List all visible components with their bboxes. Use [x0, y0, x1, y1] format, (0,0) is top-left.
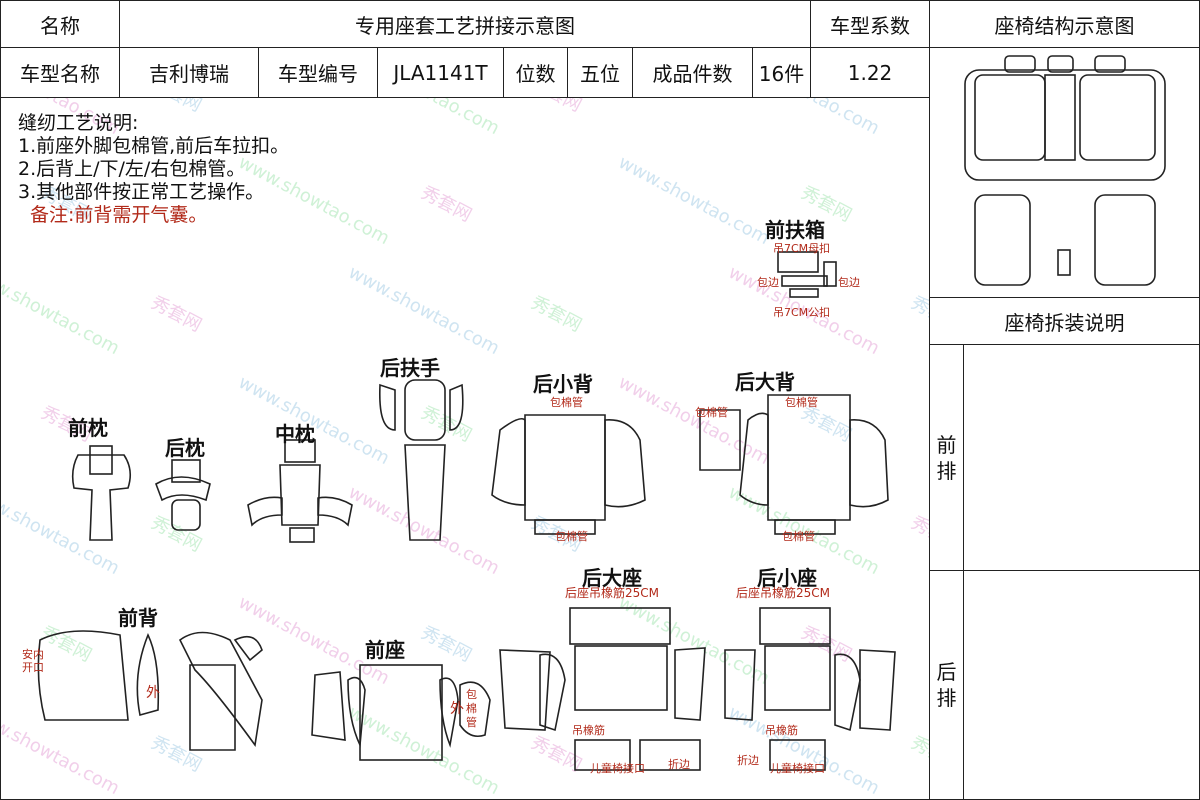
coef-label: 车型系数	[830, 13, 910, 38]
annotation-rear-large-elastic: 后座吊橡筋25CM	[565, 586, 660, 600]
disassembly-title-cell: 座椅拆装说明	[929, 297, 1200, 345]
sewing-notes: 缝纫工艺说明: 1.前座外脚包棉管,前后车拉扣。 2.后背上/下/左/右包棉管。…	[18, 112, 289, 227]
pieces-value: 16件	[758, 62, 805, 86]
part-title-front-pillow: 前枕	[68, 416, 108, 440]
notes-line-2: 2.后背上/下/左/右包棉管。	[18, 158, 246, 180]
annotation-small-back-pipe-top: 包棉管	[550, 396, 583, 409]
rear-armrest-piece	[378, 379, 464, 541]
coef-value: 1.22	[847, 60, 893, 85]
notes-line-1: 1.前座外脚包棉管,前后车拉扣。	[18, 135, 290, 157]
model-name: 吉利博瑞	[149, 62, 229, 86]
annotation-wrap-right: 包边	[838, 276, 860, 289]
front-armrest-box-pieces	[777, 251, 837, 298]
annotation-outer-back: 外	[146, 685, 160, 701]
seats-label: 位数	[515, 62, 556, 86]
annotation-seat-cotton-pipe: 包棉管	[466, 688, 477, 729]
notes-heading: 缝纫工艺说明:	[18, 112, 139, 134]
annotation-outer-seat: 外	[450, 701, 464, 717]
pieces-label: 成品件数	[652, 62, 733, 86]
pieces-cell: 16件	[752, 47, 811, 98]
notes-remark: 备注:前背需开气囊。	[30, 204, 208, 226]
notes-line-3: 3.其他部件按正常工艺操作。	[18, 181, 265, 203]
seats-label-cell: 位数	[503, 47, 568, 98]
rear-large-seat-pieces	[499, 607, 706, 771]
part-title-rear-large-seat: 后大座	[582, 566, 642, 590]
part-title-middle-pillow: 中枕	[275, 422, 315, 446]
middle-pillow-piece	[247, 439, 353, 543]
annotation-hang-male: 吊7CM公扣	[773, 306, 831, 319]
structure-title-cell: 座椅结构示意图	[929, 0, 1200, 48]
annotation-large-hang-elastic: 吊橡筋	[572, 724, 605, 737]
part-title-rear-small-seat: 后小座	[757, 566, 817, 590]
model-code-label: 车型编号	[278, 62, 358, 86]
part-title-front-back: 前背	[118, 606, 158, 630]
annotation-small-child-seat: 儿童椅接口	[770, 762, 825, 775]
annotation-wrap-left: 包边	[757, 276, 779, 289]
part-title-rear-large-back: 后大背	[735, 370, 795, 394]
part-title-rear-small-back: 后小背	[533, 372, 593, 396]
front-row-label: 前排	[936, 432, 957, 483]
annotation-fold-large: 折边	[668, 758, 690, 771]
rear-small-back-pieces	[491, 414, 646, 535]
model-code-cell: JLA1141T	[377, 47, 504, 98]
annotation-large-back-pipe-bottom: 包棉管	[782, 530, 815, 543]
part-title-rear-pillow: 后枕	[165, 436, 205, 460]
pieces-label-cell: 成品件数	[632, 47, 753, 98]
front-pillow-piece	[71, 445, 132, 541]
annotation-rear-small-elastic: 后座吊橡筋25CM	[736, 586, 831, 600]
part-title-front-seat: 前座	[365, 638, 405, 662]
model-name-cell: 吉利博瑞	[119, 47, 259, 98]
model-code-label-cell: 车型编号	[258, 47, 378, 98]
structure-title: 座椅结构示意图	[994, 13, 1135, 38]
annotation-large-back-pipe-top: 包棉管	[785, 396, 818, 409]
annotation-large-child-seat: 儿童椅接口	[590, 762, 645, 775]
page-title: 专用座套工艺拼接示意图	[355, 13, 575, 38]
model-name-label: 车型名称	[20, 62, 100, 86]
seat-structure-diagram	[964, 55, 1166, 286]
seats-cell: 五位	[567, 47, 633, 98]
annotation-large-back-pipe-side: 包棉管	[695, 406, 728, 419]
annotation-small-hang-elastic: 吊橡筋	[765, 724, 798, 737]
model-code: JLA1141T	[393, 60, 488, 85]
front-back-pieces	[37, 630, 263, 751]
name-label: 名称	[40, 13, 80, 38]
annotation-airbag-opening: 安内开口	[22, 648, 44, 674]
front-seat-pieces	[311, 664, 491, 761]
rear-row-label: 后排	[936, 660, 957, 710]
coef-cell: 1.22	[810, 47, 930, 98]
part-title-front-armrest-box: 前扶箱	[765, 218, 825, 242]
rear-row-label-cell: 后排	[929, 570, 964, 800]
rear-small-seat-pieces	[724, 607, 896, 771]
annotation-small-back-pipe-bottom: 包棉管	[555, 530, 588, 543]
model-name-label-cell: 车型名称	[0, 47, 120, 98]
annotation-hang-buckle: 吊7CM母扣	[773, 242, 831, 255]
disassembly-title: 座椅拆装说明	[1004, 310, 1125, 335]
coef-label-cell: 车型系数	[810, 0, 930, 48]
rear-pillow-piece	[155, 459, 211, 531]
seats-value: 五位	[580, 62, 620, 86]
rear-large-back-pieces	[699, 394, 889, 535]
part-title-rear-armrest: 后扶手	[380, 356, 440, 380]
annotation-fold-small: 折边	[737, 754, 759, 767]
